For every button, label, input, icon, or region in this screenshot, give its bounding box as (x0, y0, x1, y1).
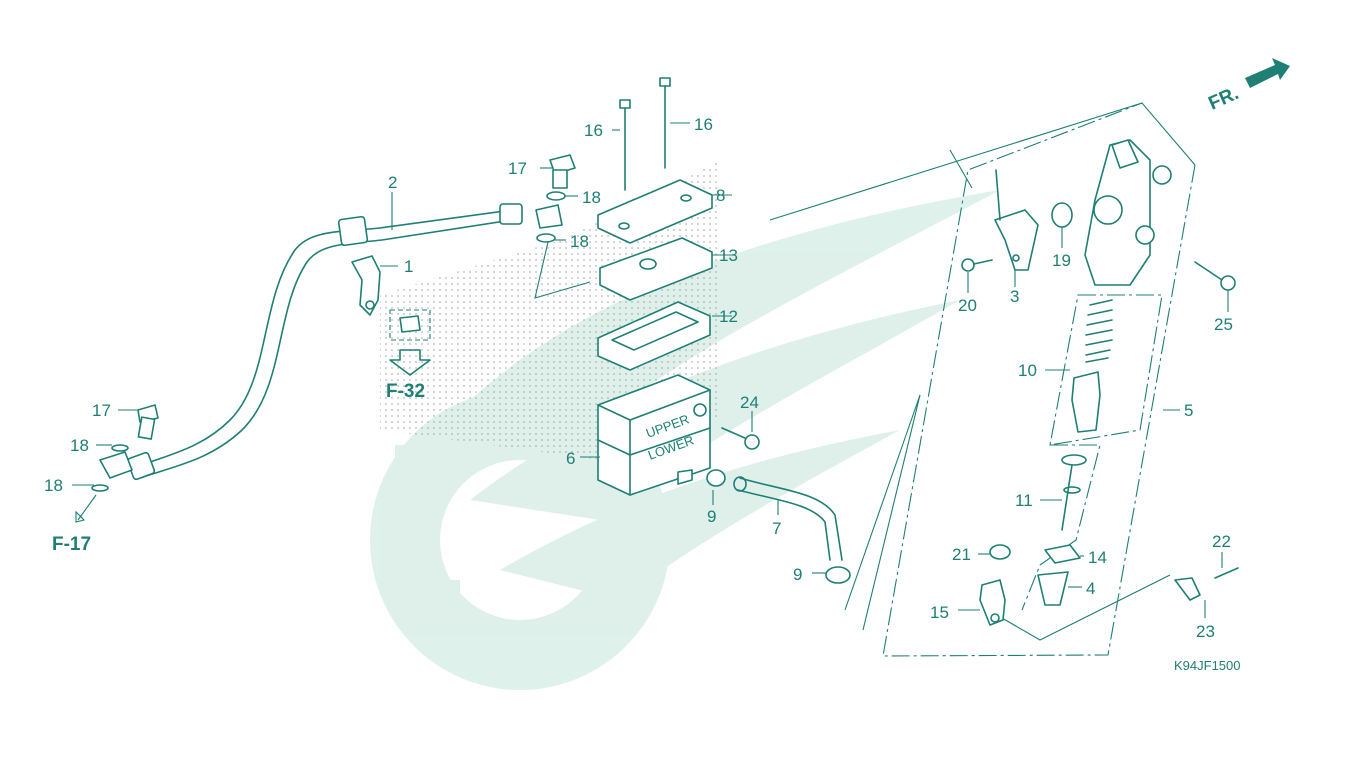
callout-2: 2 (388, 173, 397, 192)
callout-17-upper: 17 (508, 159, 527, 178)
callout-16-left: 16 (584, 121, 603, 140)
callout-17-lower: 17 (92, 401, 111, 420)
front-arrow-icon (1245, 58, 1290, 88)
oring-19 (1051, 202, 1073, 228)
sealing-washers (91, 191, 566, 492)
reservoir-hose (706, 469, 851, 584)
assembly-outlines (389, 102, 1196, 657)
callout-6: 6 (566, 449, 575, 468)
nut-21 (989, 544, 1011, 560)
banjo-bolt-lower (137, 404, 159, 440)
callout-8: 8 (716, 186, 725, 205)
push-rod-25 (1194, 261, 1236, 291)
callout-23: 23 (1196, 622, 1215, 641)
callout-9-upper: 9 (707, 507, 716, 526)
callout-12: 12 (719, 307, 738, 326)
callout-1: 1 (404, 257, 413, 276)
boot-14 (1044, 544, 1081, 564)
diagram-code: K94JF1500 (1174, 658, 1241, 673)
joint-3 (994, 169, 1039, 271)
reservoir-bolt (721, 427, 760, 450)
callout-18-upper: 18 (582, 188, 601, 207)
pin-22-23 (1174, 567, 1239, 601)
callout-24: 24 (740, 393, 759, 412)
callout-15: 15 (930, 603, 949, 622)
callout-4: 4 (1086, 579, 1095, 598)
clevis-15 (979, 579, 1006, 626)
callout-11: 11 (1015, 491, 1033, 510)
callout-7: 7 (772, 519, 781, 538)
banjo-bolt-upper (549, 154, 576, 189)
callout-19: 19 (1052, 251, 1071, 270)
screw-20 (961, 258, 993, 272)
callout-3: 3 (1010, 287, 1019, 306)
callout-25: 25 (1214, 315, 1233, 334)
callout-18-middle: 18 (570, 232, 589, 251)
ref-arrow-f32 (389, 349, 431, 376)
callout-20: 20 (958, 296, 977, 315)
reservoir-diaphragm (597, 301, 711, 371)
callout-21: 21 (952, 545, 971, 564)
callout-18-bottom: 18 (44, 476, 63, 495)
callout-5: 5 (1184, 401, 1193, 420)
callout-22: 22 (1212, 532, 1231, 551)
reservoir-tank: UPPER LOWER (597, 374, 711, 496)
callout-9-lower: 9 (793, 565, 802, 584)
front-marker-label: FR. (1205, 83, 1242, 115)
hose-clamp (351, 255, 421, 333)
ref-f32-label[interactable]: F-32 (386, 381, 425, 402)
piston-11 (1061, 454, 1087, 531)
callout-10: 10 (1018, 361, 1037, 380)
boot-4 (1037, 571, 1069, 606)
leader-lines (72, 122, 1229, 618)
reservoir-cap (597, 179, 713, 244)
spring-10 (1071, 299, 1113, 433)
reservoir-plate (599, 237, 713, 301)
master-cylinder (1084, 139, 1172, 286)
callout-16-right: 16 (694, 115, 713, 134)
long-bolts (619, 77, 671, 191)
callout-14: 14 (1088, 548, 1107, 567)
ref-f17-label[interactable]: F-17 (52, 534, 91, 555)
callout-13: 13 (719, 246, 738, 265)
brake-hose (126, 203, 523, 481)
callout-18-lower: 18 (70, 436, 89, 455)
